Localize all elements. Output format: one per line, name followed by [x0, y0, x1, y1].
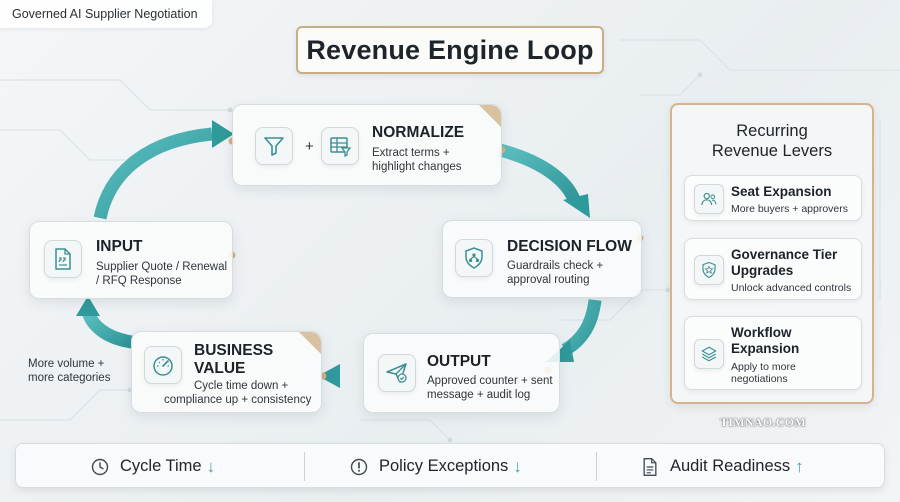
business-value-title: BUSINESS VALUE [194, 342, 273, 378]
page-title: Revenue Engine Loop [296, 26, 604, 74]
normalize-body-line: Extract terms + [372, 147, 450, 159]
lever-desc-line: More buyers + approvers [731, 203, 849, 215]
metric-label: Cycle Time [120, 457, 202, 475]
card-corner-accent [479, 105, 501, 127]
filter-icon [255, 127, 293, 165]
metric-arrow: ↓ [206, 456, 216, 476]
business-value-card: BUSINESS VALUE Cycle time down + complia… [131, 331, 322, 413]
business-value-body-line: compliance up + consistency [164, 394, 312, 406]
arrow-normalize-to-decision [498, 143, 582, 205]
metric-policy-exceptions: Policy Exceptions ↓ [349, 444, 522, 489]
lever-title-line: Workflow [731, 325, 792, 340]
decision-flow-body: Guardrails check + approval routing [507, 259, 603, 287]
metric-audit-readiness: Audit Readiness ↑ [640, 444, 804, 489]
output-body-line: message + audit log [427, 389, 531, 401]
side-note: More volume + more categories [28, 357, 110, 385]
clock-icon [91, 458, 109, 475]
metric-divider [304, 452, 305, 481]
business-value-title-line: VALUE [194, 360, 246, 377]
metric-label: Audit Readiness [670, 457, 791, 475]
output-body-line: Approved counter + sent [427, 375, 553, 387]
lever-desc: More buyers + approvers [731, 203, 848, 215]
card-corner-accent [299, 332, 321, 354]
business-value-title-line: BUSINESS [194, 342, 274, 359]
normalize-card: + NORMALIZE Extract terms + highlight ch… [232, 104, 502, 186]
input-body-line: / RFQ Response [96, 275, 182, 287]
input-title: INPUT [96, 238, 143, 255]
arrow-value-to-input [81, 309, 134, 349]
send-check-icon [378, 354, 416, 392]
input-body: Supplier Quote / Renewal / RFQ Response [96, 260, 227, 288]
document-icon [643, 457, 657, 476]
gauge-icon [144, 346, 182, 384]
business-value-body-line: Cycle time down + [194, 380, 289, 392]
metric-arrow: ↓ [513, 456, 522, 476]
arrowhead-input [76, 296, 100, 316]
levers-title-line: Revenue Levers [711, 142, 833, 160]
output-body: Approved counter + sent message + audit … [427, 374, 553, 402]
normalize-title: NORMALIZE [372, 124, 465, 141]
lever-title: Workflow Expansion [731, 325, 799, 357]
lever-seat-expansion: Seat Expansion More buyers + approvers [684, 175, 862, 221]
lever-title-line: Upgrades [731, 263, 794, 278]
lever-desc: Unlock advanced controls [731, 282, 851, 294]
lever-title: Seat Expansion [731, 184, 832, 200]
plus-sign: + [305, 138, 314, 155]
alert-circle-icon [350, 458, 368, 475]
levers-title: Recurring Revenue Levers [672, 121, 872, 161]
side-note-line: More volume + [28, 358, 105, 370]
users-icon [694, 184, 724, 214]
lever-title: Governance Tier Upgrades [731, 247, 837, 279]
lever-workflow-expansion: Workflow Expansion Apply to more negotia… [684, 316, 862, 390]
business-value-body: Cycle time down + compliance up + consis… [164, 379, 311, 407]
revenue-levers-panel: Recurring Revenue Levers Seat Expansion … [670, 103, 874, 404]
layers-icon [694, 339, 724, 369]
output-card: OUTPUT Approved counter + sent message +… [363, 333, 560, 413]
lever-desc-line: Unlock advanced controls [731, 282, 852, 294]
shield-star-icon [694, 255, 724, 285]
normalize-body-line: highlight changes [372, 161, 462, 173]
input-card: INPUT Supplier Quote / Renewal / RFQ Res… [29, 221, 233, 299]
metric-divider [596, 452, 597, 481]
normalize-body: Extract terms + highlight changes [372, 146, 462, 174]
lever-title-line: Seat Expansion [731, 184, 832, 199]
lever-title-line: Expansion [731, 341, 800, 356]
metric-cycle-time: Cycle Time ↓ [90, 444, 215, 489]
watermark: TIMNAO.COM [720, 415, 806, 429]
metric-label: Policy Exceptions [379, 457, 509, 475]
context-label: Governed AI Supplier Negotiation [0, 0, 212, 28]
arrowhead-value [318, 364, 340, 388]
output-title: OUTPUT [427, 353, 491, 370]
metrics-bar: Cycle Time ↓ Policy Exceptions ↓ Audit R… [15, 443, 885, 488]
lever-desc: Apply to more negotiations [731, 361, 796, 385]
levers-title-line: Recurring [736, 122, 808, 140]
side-note-line: more categories [28, 372, 111, 384]
table-filter-icon [321, 127, 359, 165]
arrowhead-decision [563, 194, 590, 218]
decision-flow-body-line: Guardrails check + [507, 260, 604, 272]
lever-desc-line: negotiations [731, 373, 788, 385]
metric-arrow: ↑ [795, 456, 804, 476]
arrowhead-normalize [212, 120, 234, 148]
lever-title-line: Governance Tier [731, 247, 838, 262]
quote-document-icon [44, 240, 82, 278]
lever-governance-tier: Governance Tier Upgrades Unlock advanced… [684, 238, 862, 300]
lever-desc-line: Apply to more [731, 361, 796, 373]
decision-flow-body-line: approval routing [507, 274, 590, 286]
decision-flow-card: DECISION FLOW Guardrails check + approva… [442, 220, 642, 298]
shield-network-icon [455, 239, 493, 277]
decision-flow-title: DECISION FLOW [507, 238, 632, 255]
input-body-line: Supplier Quote / Renewal [96, 261, 228, 273]
arrow-input-to-normalize [93, 127, 213, 220]
page-title-text: Revenue Engine Loop [306, 34, 594, 65]
